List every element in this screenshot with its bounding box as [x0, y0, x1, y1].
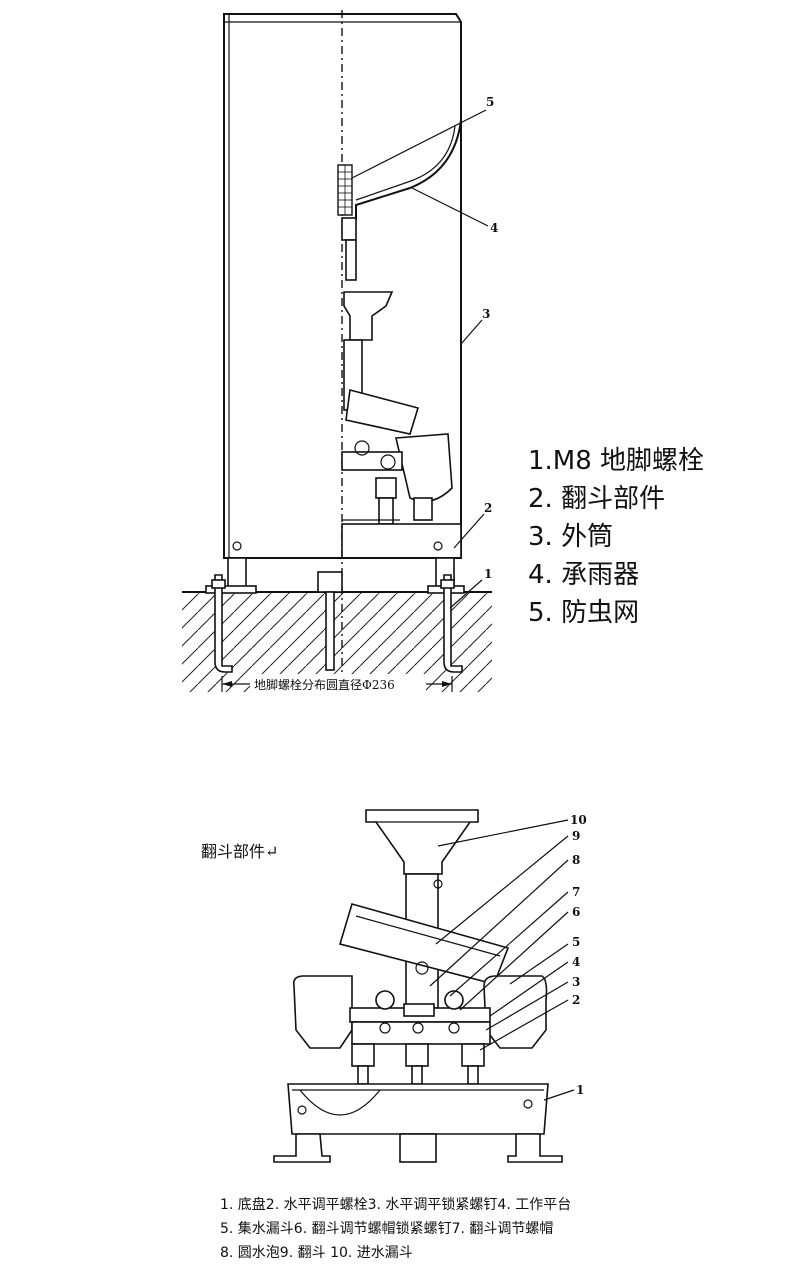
anchor-bolt-left: [214, 574, 233, 673]
callout-4b: 4: [572, 955, 580, 969]
rain-collector: [355, 119, 462, 220]
callout-8: 8: [572, 853, 580, 867]
base-plate: [341, 523, 462, 559]
base-chassis: [287, 1083, 549, 1135]
callout-2b: 2: [572, 993, 580, 1007]
callout-9: 9: [572, 829, 580, 843]
legend-item: 1.M8 地脚螺栓: [528, 446, 705, 476]
legend-item: 3. 外筒: [528, 522, 614, 552]
caption-line: 1. 底盘2. 水平调平螺栓3. 水平调平锁紧螺钉4. 工作平台: [220, 1197, 572, 1213]
callout-2: 2: [484, 501, 492, 515]
callout-3: 3: [482, 307, 490, 321]
legend-item: 2. 翻斗部件: [528, 484, 666, 514]
callout-5: 5: [486, 95, 494, 109]
caption-line: 5. 集水漏斗6. 翻斗调节螺帽锁紧螺钉7. 翻斗调节螺帽: [220, 1221, 554, 1237]
tipping-bucket-caption: 1. 底盘2. 水平调平螺栓3. 水平调平锁紧螺钉4. 工作平台 5. 集水漏斗…: [220, 1193, 571, 1265]
callout-6: 6: [572, 905, 580, 919]
tipping-bucket: [338, 903, 510, 985]
caption-line: 8. 圆水泡9. 翻斗 10. 进水漏斗: [220, 1245, 413, 1261]
callout-4: 4: [490, 221, 498, 235]
work-platform: [349, 1007, 491, 1023]
anchor-bolt-right: [443, 574, 463, 673]
legend-item: 5. 防虫网: [528, 598, 640, 628]
callout-1b: 1: [576, 1083, 584, 1097]
inlet-funnel: [365, 809, 479, 875]
legend-item: 4. 承雨器: [528, 560, 640, 590]
callout-10: 10: [570, 813, 587, 827]
outer-cylinder: [223, 13, 462, 559]
tipping-bucket-title: 翻斗部件↵: [201, 842, 279, 861]
anchor-bolt-center: [325, 591, 335, 671]
callout-7: 7: [572, 885, 580, 899]
parts-legend: 1.M8 地脚螺栓 2. 翻斗部件 3. 外筒 4. 承雨器 5. 防虫网: [528, 442, 704, 632]
rain-gauge-section-diagram: 地脚螺栓分布圆直径Φ236 5 4 3 2 1: [182, 10, 498, 692]
callout-5b: 5: [572, 935, 580, 949]
dimension-label: 地脚螺栓分布圆直径Φ236: [254, 677, 395, 692]
callout-3b: 3: [572, 975, 580, 989]
callout-1: 1: [484, 567, 492, 581]
